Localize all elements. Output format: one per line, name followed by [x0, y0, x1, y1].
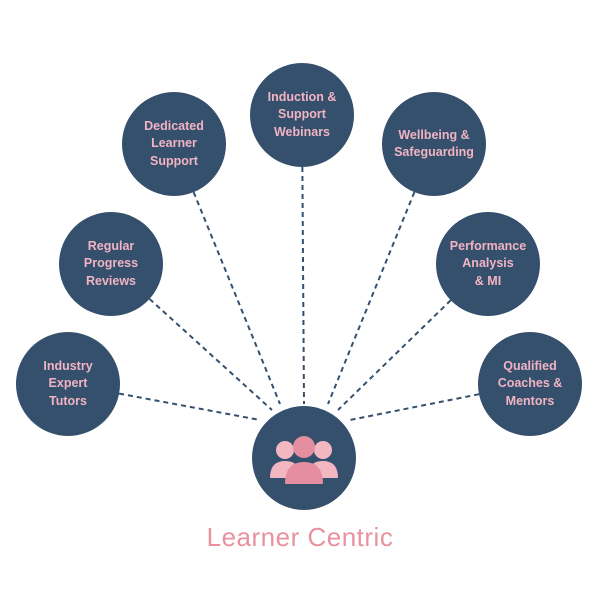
connector-line-induction-support-webinars	[301, 166, 305, 405]
node-label: Wellbeing & Safeguarding	[394, 127, 474, 160]
connector-line-performance-analysis-mi	[337, 299, 452, 411]
node-qualified-coaches-mentors: Qualified Coaches & Mentors	[478, 332, 582, 436]
node-label: Performance Analysis & MI	[449, 238, 527, 288]
node-label: Regular Progress Reviews	[83, 238, 139, 288]
connector-line-industry-expert-tutors	[118, 392, 261, 421]
center-caption: Learner Centric	[206, 522, 394, 552]
node-induction-support-webinars: Induction & Support Webinars	[250, 63, 354, 167]
node-dedicated-learner-support: Dedicated Learner Support	[122, 92, 226, 196]
node-industry-expert-tutors: Industry Expert Tutors	[16, 332, 120, 436]
node-label: Qualified Coaches & Mentors	[497, 358, 563, 408]
center-node	[252, 406, 356, 510]
node-label: Industry Expert Tutors	[43, 358, 93, 408]
connector-line-dedicated-learner-support	[192, 191, 281, 405]
node-label: Induction & Support Webinars	[267, 89, 337, 139]
people-group-icon	[252, 406, 356, 510]
connector-line-regular-progress-reviews	[148, 298, 273, 411]
node-performance-analysis-mi: Performance Analysis & MI	[436, 212, 540, 316]
connector-line-wellbeing-safeguarding	[327, 191, 416, 405]
node-regular-progress-reviews: Regular Progress Reviews	[59, 212, 163, 316]
node-wellbeing-safeguarding: Wellbeing & Safeguarding	[382, 92, 486, 196]
node-label: Dedicated Learner Support	[144, 118, 204, 168]
connector-line-qualified-coaches-mentors	[349, 393, 480, 421]
